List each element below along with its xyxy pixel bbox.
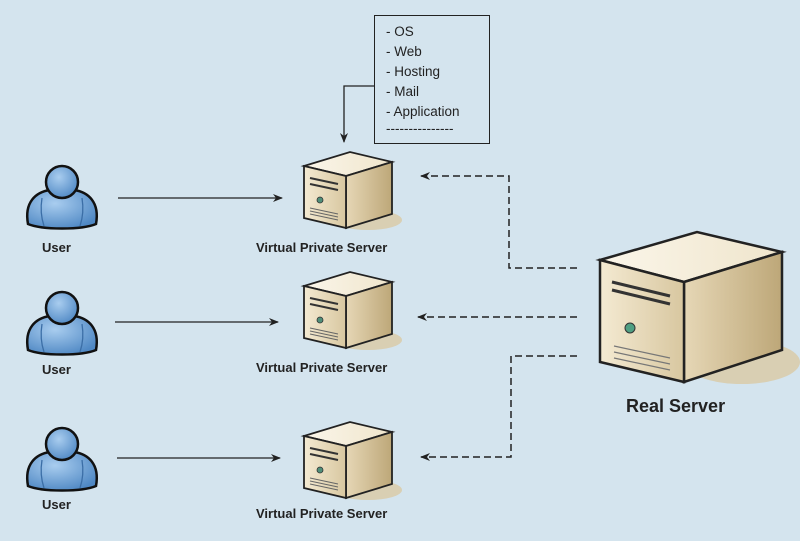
server-icon xyxy=(300,151,402,230)
real-server-label: Real Server xyxy=(626,396,726,416)
note-item-mail: - Mail xyxy=(386,84,419,99)
user-icon xyxy=(25,290,99,356)
note-item-hosting: - Hosting xyxy=(386,64,441,79)
note-item-separator: --------------- xyxy=(386,121,454,136)
user-icon xyxy=(25,426,99,492)
user-icon xyxy=(25,164,99,230)
real-to-vps-1-dashed-arrow xyxy=(420,172,577,269)
user-2-label: User xyxy=(42,362,71,377)
vps-1-label: Virtual Private Server xyxy=(256,240,388,255)
real-to-vps-3-dashed-arrow xyxy=(420,355,577,461)
note-item-application: - Application xyxy=(386,104,460,119)
user-3-label: User xyxy=(42,497,71,512)
vps-2-label: Virtual Private Server xyxy=(256,360,388,375)
user-1-label: User xyxy=(42,240,71,255)
server-icon xyxy=(300,271,402,350)
server-icon xyxy=(300,421,402,500)
real-server-icon xyxy=(595,230,800,384)
note-item-os: - OS xyxy=(386,24,414,39)
vps-3-label: Virtual Private Server xyxy=(256,506,388,521)
note-to-vps-1-arrow xyxy=(340,85,374,143)
services-note-box: - OS - Web - Hosting - Mail - Applicatio… xyxy=(374,15,490,144)
note-item-web: - Web xyxy=(386,44,422,59)
